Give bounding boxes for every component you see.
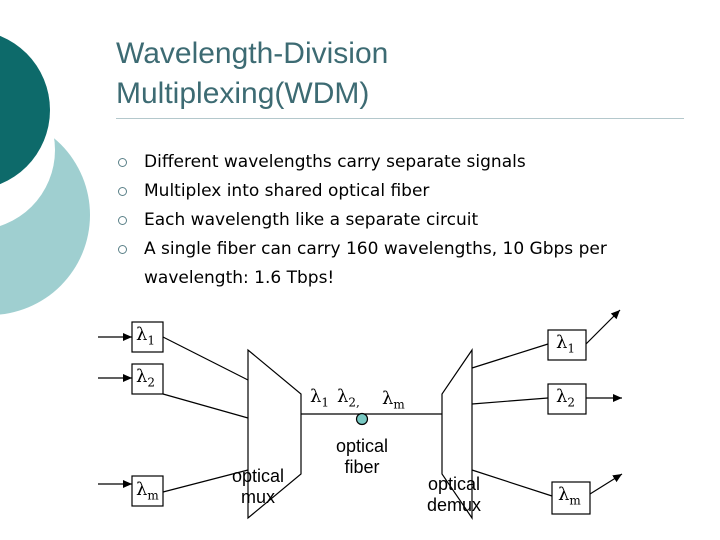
title-divider: [116, 118, 684, 119]
fiber-lambda-m: λm: [382, 388, 405, 412]
output-box-m: [551, 481, 591, 515]
fiber-node-icon: [355, 412, 369, 426]
input-label-1: λ1: [136, 324, 156, 348]
decor-dark-circle: [0, 35, 50, 185]
output-box-1: [547, 329, 587, 361]
title-line-2: Multiplexing(WDM): [116, 77, 370, 110]
mux-lead-2: [162, 393, 249, 419]
bullet-item: Different wavelengths carry separate sig…: [116, 148, 696, 177]
optical-demux-label: optical demux: [426, 474, 482, 515]
slide-title: Wavelength-Division Multiplexing(WDM): [116, 34, 676, 114]
input-box-m: [131, 475, 164, 507]
output-label-2: λ2: [556, 386, 576, 410]
output-arrow-m: [589, 473, 623, 495]
optical-mux-label: optical mux: [231, 466, 285, 507]
fiber-lambda-2: λ2,: [337, 386, 360, 410]
bullet-item: A single fiber can carry 160 wavelengths…: [116, 235, 696, 293]
optical-demux-shape: [441, 348, 473, 520]
demux-lead-2: [471, 397, 549, 405]
bullet-circle-icon: [118, 187, 127, 196]
mux-lead-1: [162, 336, 249, 381]
bullet-text: Each wavelength like a separate circuit: [144, 210, 479, 230]
bullet-circle-icon: [118, 216, 127, 225]
title-line-1: Wavelength-Division: [116, 37, 389, 70]
input-label-m: λm: [136, 479, 159, 503]
bullet-text: A single fiber can carry 160 wavelengths…: [144, 239, 607, 288]
output-box-2: [547, 383, 587, 415]
mux-lead-m: [162, 469, 249, 493]
demux-lead-1: [471, 343, 549, 369]
fiber-lambda-1: λ1: [310, 386, 330, 410]
bullet-item: Each wavelength like a separate circuit: [116, 206, 696, 235]
output-label-m: λm: [558, 484, 581, 508]
optical-fiber-label: optical fiber: [335, 436, 389, 477]
bullet-item: Multiplex into shared optical fiber: [116, 177, 696, 206]
demux-lead-m: [471, 469, 553, 497]
bullet-circle-icon: [118, 245, 127, 254]
bullet-circle-icon: [118, 158, 127, 167]
output-arrow-1: [585, 309, 621, 345]
bullet-text: Different wavelengths carry separate sig…: [144, 152, 526, 172]
input-label-2: λ2: [136, 366, 156, 390]
input-box-2: [131, 363, 164, 395]
bullet-list: Different wavelengths carry separate sig…: [116, 148, 696, 293]
optical-mux-shape: [247, 348, 302, 520]
output-label-1: λ1: [556, 332, 576, 356]
input-box-1: [131, 321, 164, 353]
bullet-text: Multiplex into shared optical fiber: [144, 181, 430, 201]
